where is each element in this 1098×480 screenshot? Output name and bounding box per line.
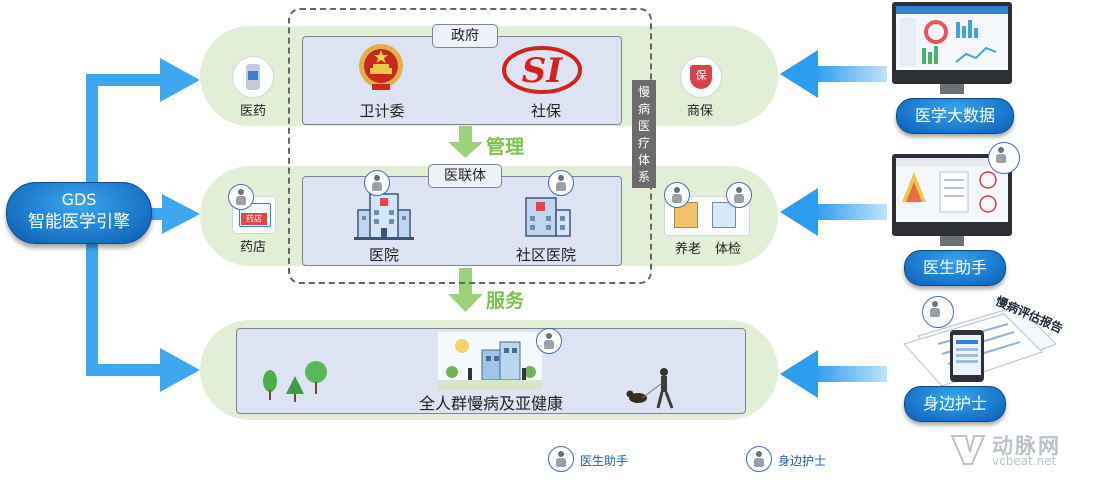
insurance-shield-icon: 保 xyxy=(680,56,722,98)
doctor-assistant-legend-icon xyxy=(548,446,574,472)
nurse-marker-icon xyxy=(922,296,954,328)
government-panel xyxy=(302,36,622,125)
nearby-nurse-badge: 身边护士 xyxy=(904,386,1006,422)
hospital-icon xyxy=(354,186,414,242)
gds-engine-badge: GDS 智能医学引擎 xyxy=(6,182,152,244)
si-logo-text: SI xyxy=(522,51,564,91)
service-label: 服务 xyxy=(486,290,525,312)
engine-arrows xyxy=(86,58,200,392)
doctor-assistant-marker-icon xyxy=(228,184,254,210)
top-right-label: 商保 xyxy=(686,104,713,119)
doctor-assistant-marker-icon xyxy=(364,170,390,196)
big-data-badge: 医学大数据 xyxy=(896,98,1014,134)
doctor-assistant-marker-icon xyxy=(988,142,1020,174)
pharmacy-label: 药店 xyxy=(239,240,266,255)
engine-title: GDS xyxy=(61,190,97,209)
elderly-label: 养老 xyxy=(674,242,701,257)
pill-bottle-icon xyxy=(232,56,274,98)
walker-with-dog-icon xyxy=(626,366,680,410)
big-data-monitor-stand xyxy=(940,84,964,94)
wjw-label: 卫计委 xyxy=(359,102,405,120)
sb-label: 社保 xyxy=(530,102,561,120)
tree-icon xyxy=(262,370,278,400)
watermark-logo: 动脉网 vcbeat.net xyxy=(948,432,1088,472)
doctor-assistant-badge: 医生助手 xyxy=(904,250,1006,286)
chronic-system-label: 慢病医疗体系 xyxy=(632,80,656,188)
checkup-label: 体检 xyxy=(714,242,741,257)
management-label: 管理 xyxy=(486,136,525,158)
national-emblem-icon xyxy=(358,42,404,92)
nurse-legend-icon xyxy=(746,446,772,472)
doctor-assistant-marker-icon xyxy=(664,182,690,208)
community-hospital-icon xyxy=(520,186,574,238)
social-security-logo-icon: SI xyxy=(502,46,582,94)
doctor-assistant-monitor-stand xyxy=(940,236,964,246)
government-tag: 政府 xyxy=(432,24,498,48)
chronic-system-text: 慢病医疗体系 xyxy=(637,85,650,184)
hospital-label: 医院 xyxy=(368,246,399,264)
watermark-en: vcbeat.net xyxy=(992,454,1057,468)
doctor-assistant-legend-label: 医生助手 xyxy=(580,454,629,468)
pharmacy-sign-text: 药店 xyxy=(241,213,267,225)
community-scene-image xyxy=(438,332,542,390)
big-data-monitor xyxy=(892,2,1012,84)
tree-icon xyxy=(304,360,328,394)
community-hospital-label: 社区医院 xyxy=(515,246,576,264)
data-arrows xyxy=(780,50,887,398)
medical-alliance-tag: 医联体 xyxy=(428,164,502,188)
down-arrows xyxy=(448,124,483,312)
engine-subtitle: 智能医学引擎 xyxy=(28,212,130,232)
assessment-report-papers xyxy=(898,296,1058,388)
nurse-marker-icon xyxy=(536,328,562,354)
top-left-label: 医药 xyxy=(239,104,266,119)
tree-icon xyxy=(286,376,304,402)
insurance-badge-text: 保 xyxy=(690,65,712,89)
nurse-marker-icon xyxy=(548,170,574,196)
watermark-cn: 动脉网 xyxy=(992,434,1061,458)
nurse-marker-icon xyxy=(726,182,752,208)
nurse-legend-label: 身边护士 xyxy=(778,454,827,468)
population-label: 全人群慢病及亚健康 xyxy=(418,394,563,413)
